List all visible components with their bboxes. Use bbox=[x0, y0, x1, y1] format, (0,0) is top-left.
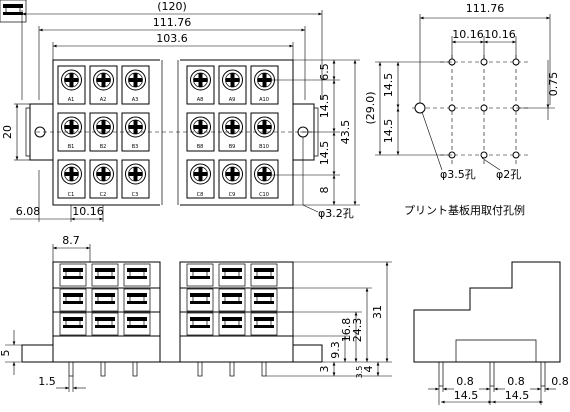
front-view: (120) 111.76 103.6 bbox=[1, 0, 360, 222]
terminal-block-left bbox=[57, 65, 150, 199]
end-dim-pin-b: 0.8 bbox=[507, 375, 525, 388]
dim-col-pitch: 10.16 bbox=[72, 205, 104, 218]
pcb-dim-pitch-b: 10.16 bbox=[484, 28, 516, 41]
side-dim-3: 3 bbox=[318, 366, 331, 373]
terminal-b10-label: B10 bbox=[259, 144, 269, 150]
dim-row1: 6.5 bbox=[318, 63, 331, 81]
terminal-c9-label: C9 bbox=[229, 192, 236, 198]
side-dim-24-3: 24.3 bbox=[351, 318, 364, 343]
terminal-labels-left: A1 A2 A3 B1 B2 B3 C1 C2 C3 bbox=[68, 97, 139, 198]
pcb-dim-row-bottom: 14.5 bbox=[382, 119, 395, 144]
terminal-c10-label: C10 bbox=[259, 192, 269, 198]
side-dim-16-8: 16.8 bbox=[340, 318, 353, 343]
dim-bottom: 8 bbox=[318, 187, 331, 194]
side-dim-9-3: 9.3 bbox=[329, 341, 342, 359]
pcb-layout: 111.76 10.16 10.16 (29.0) 14.5 bbox=[364, 2, 560, 217]
pcb-caption: プリント基板用取付孔例 bbox=[404, 203, 525, 217]
dim-pitch-span: 111.76 bbox=[153, 16, 192, 29]
terminal-a8-label: A8 bbox=[197, 97, 204, 103]
terminal-c2-label: C2 bbox=[100, 192, 107, 198]
terminal-c8-label: C8 bbox=[197, 192, 204, 198]
pcb-dim-offset: 0.75 bbox=[547, 72, 560, 97]
terminal-b9-label: B9 bbox=[229, 144, 236, 150]
side-dim-5: 5 bbox=[0, 350, 12, 357]
pcb-hole-small-label: φ2孔 bbox=[496, 168, 521, 181]
side-dim-4: 4 bbox=[362, 366, 375, 373]
mount-hole-label: φ3.2孔 bbox=[318, 207, 354, 220]
dim-left-offset: 6.08 bbox=[16, 205, 41, 218]
terminal-a2-label: A2 bbox=[100, 97, 107, 103]
terminal-b3-label: B3 bbox=[132, 144, 139, 150]
dim-total-height: 43.5 bbox=[339, 120, 352, 145]
pcb-dim-row-top: 14.5 bbox=[382, 73, 395, 98]
pcb-dim-total: (29.0) bbox=[364, 91, 377, 124]
terminal-c3-label: C3 bbox=[132, 192, 139, 198]
end-dim-pin-a: 0.8 bbox=[456, 375, 474, 388]
pcb-dim-pitch-a: 10.16 bbox=[452, 28, 484, 41]
dim-overall: (120) bbox=[157, 0, 187, 13]
pcb-hole-large-label: φ3.5孔 bbox=[440, 168, 476, 181]
dim-height: 20 bbox=[1, 125, 14, 139]
end-view: 0.8 0.8 0.8 14.5 14.5 bbox=[413, 261, 569, 405]
side-dim-31: 31 bbox=[371, 305, 384, 319]
terminal-b2-label: B2 bbox=[100, 144, 107, 150]
terminal-b8-label: B8 bbox=[197, 144, 204, 150]
side-view: 8.7 bbox=[0, 0, 392, 392]
terminal-labels-right: A8 A9 A10 B8 B9 B10 C8 C9 C10 bbox=[197, 97, 269, 198]
side-dim-3-5: 3.5 bbox=[355, 366, 364, 379]
terminal-a3-label: A3 bbox=[132, 97, 139, 103]
terminal-block-right bbox=[186, 65, 279, 199]
dim-body-width: 103.6 bbox=[156, 32, 188, 45]
dim-row2: 14.5 bbox=[318, 94, 331, 119]
side-terminals bbox=[0, 0, 27, 23]
dim-row3: 14.5 bbox=[318, 141, 331, 166]
end-dim-pitch-b: 14.5 bbox=[505, 389, 530, 402]
terminal-b1-label: B1 bbox=[68, 144, 75, 150]
pcb-dim-pitch-span: 111.76 bbox=[466, 2, 505, 15]
end-dim-pitch-a: 14.5 bbox=[454, 389, 479, 402]
end-dim-pin-c: 0.8 bbox=[551, 375, 569, 388]
side-dim-pin: 1.5 bbox=[38, 375, 56, 388]
terminal-c1-label: C1 bbox=[68, 192, 75, 198]
side-dim-pitch: 8.7 bbox=[62, 234, 80, 247]
terminal-a10-label: A10 bbox=[259, 97, 269, 103]
terminal-a1-label: A1 bbox=[68, 97, 75, 103]
terminal-a9-label: A9 bbox=[229, 97, 236, 103]
